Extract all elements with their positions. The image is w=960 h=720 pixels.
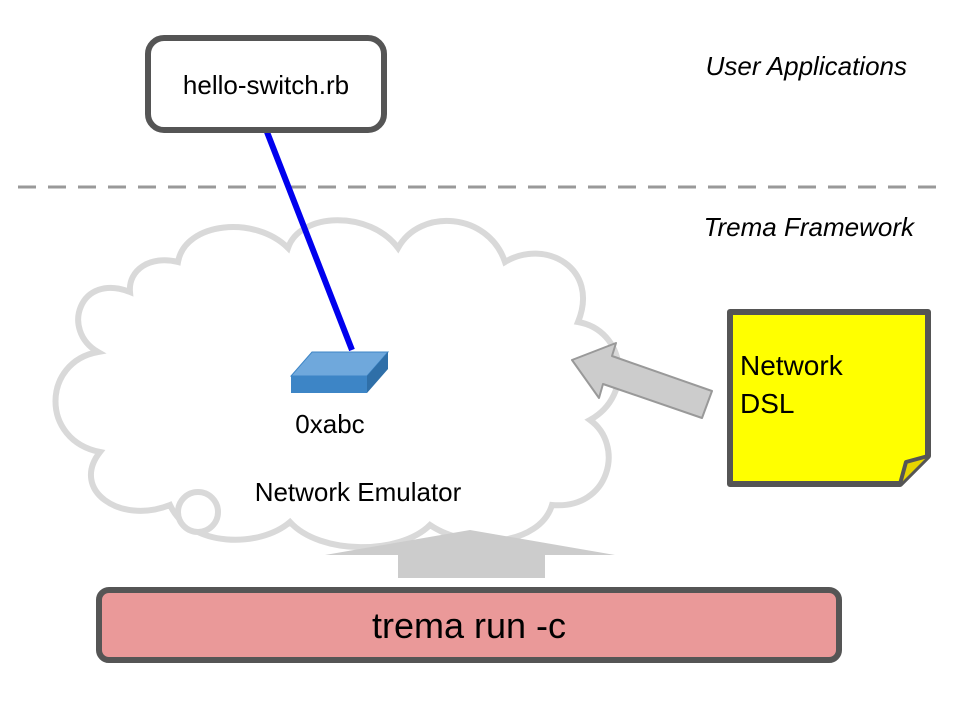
app-box[interactable]: hello-switch.rb [145, 35, 387, 133]
app-box-label: hello-switch.rb [183, 70, 349, 100]
switch-label: 0xabc [295, 409, 364, 439]
network-dsl-line2: DSL [740, 388, 794, 419]
trema-framework-label: Trema Framework [704, 212, 916, 242]
switch-icon[interactable] [289, 351, 390, 393]
dsl-arrow [571, 342, 713, 419]
up-arrow [325, 530, 615, 578]
app-switch-connector [264, 130, 355, 352]
network-emulator-label: Network Emulator [255, 477, 462, 507]
command-bar[interactable]: trema run -c [96, 587, 842, 663]
network-dsl-note[interactable]: Network DSL [727, 309, 931, 487]
command-bar-label: trema run -c [372, 605, 566, 646]
network-dsl-line1: Network [740, 350, 844, 381]
user-applications-label: User Applications [706, 51, 907, 81]
